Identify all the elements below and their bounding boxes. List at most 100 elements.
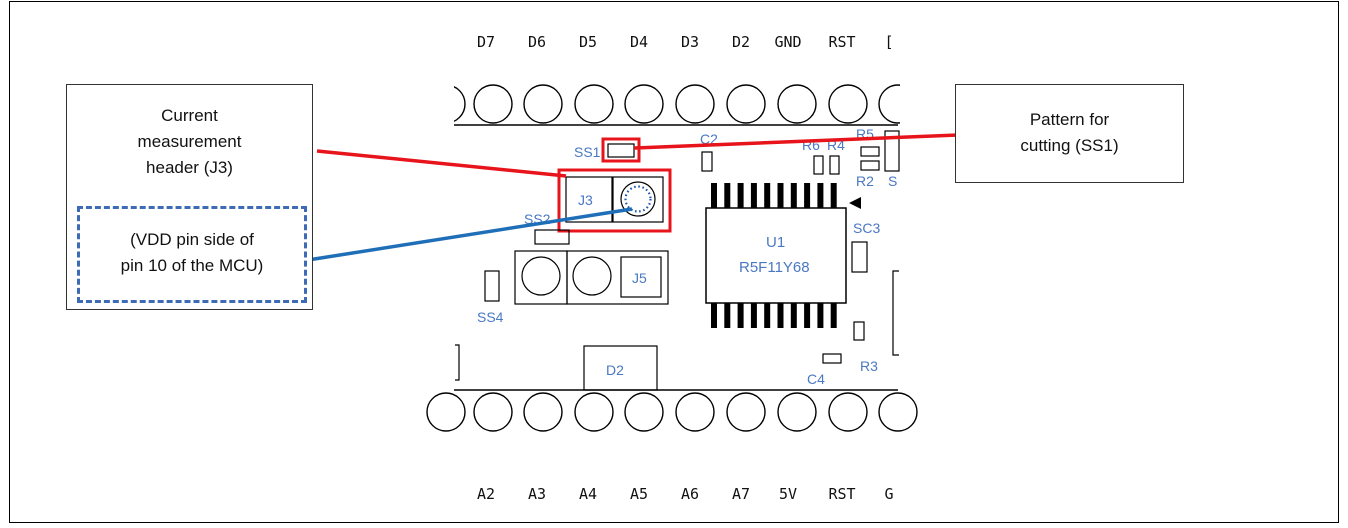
ss1-highlight <box>601 137 641 163</box>
j5-label: J5 <box>632 270 647 286</box>
top-header-pad <box>523 84 563 124</box>
ss4-label: SS4 <box>477 309 504 325</box>
bottom-pin-label: A7 <box>732 485 750 503</box>
vdd-leader-line <box>307 207 633 262</box>
bottom-pin-label: 5V <box>779 485 797 503</box>
r3-label: R3 <box>860 358 878 374</box>
top-header-pad <box>574 84 614 124</box>
top-header-pad <box>675 84 715 124</box>
u1-top-pins <box>711 183 837 210</box>
bottom-pin-label: A4 <box>579 485 597 503</box>
bottom-pin-label: A6 <box>681 485 699 503</box>
u1-top-pin <box>804 183 811 210</box>
ss1-leader-line <box>633 133 959 150</box>
u1-top-pin <box>830 183 837 210</box>
j3-callout-line-1: Current <box>161 106 218 125</box>
ss2-part <box>534 229 570 245</box>
r2-label: R2 <box>856 173 874 189</box>
bottom-pin-label: A3 <box>528 485 546 503</box>
s-cut-label: S <box>888 173 897 189</box>
j5-pad-1 <box>521 256 561 296</box>
j3-square-pad <box>565 176 613 223</box>
u1-top-pin <box>817 183 824 210</box>
u1-pin1-marker-icon <box>849 197 861 209</box>
bottom-header-pad <box>828 392 868 432</box>
j3-highlight <box>557 168 672 233</box>
u1-top-pin <box>711 183 717 210</box>
u1-top-pin <box>790 183 797 210</box>
j3-callout-line-2: measurement <box>137 132 242 151</box>
top-pin-label: D7 <box>477 33 495 51</box>
u1-bottom-pin <box>737 301 744 328</box>
top-pin-label: RST <box>828 33 855 51</box>
bottom-pin-label: A5 <box>630 485 648 503</box>
top-header-pads <box>426 84 918 124</box>
bottom-pin-label: RST <box>828 485 855 503</box>
bottom-header-pad <box>777 392 817 432</box>
c4-part <box>822 353 842 364</box>
bottom-header-pad <box>624 392 664 432</box>
top-pin-label: D5 <box>579 33 597 51</box>
vdd-pin-callout: (VDD pin side of pin 10 of the MCU) <box>77 206 307 303</box>
left-edge-part <box>455 344 460 381</box>
j3-round-pad <box>620 181 656 217</box>
u1-body <box>705 207 847 304</box>
u1-top-pin <box>777 183 784 210</box>
u1-top-pin <box>724 183 731 210</box>
ss1-callout-line-1: Pattern for <box>1029 110 1110 129</box>
top-pin-label: D3 <box>681 33 699 51</box>
sc3-part <box>851 241 868 273</box>
ss1-callout: Pattern for cutting (SS1) <box>955 84 1184 183</box>
vdd-callout-line-2: pin 10 of the MCU) <box>120 256 264 275</box>
right-edge-part <box>892 270 899 356</box>
u1-bottom-pin <box>830 301 837 328</box>
u1-top-pin <box>764 183 771 210</box>
sc3-label: SC3 <box>853 220 880 236</box>
bottom-pin-label: A2 <box>477 485 495 503</box>
ss1-pad <box>607 143 635 158</box>
top-header-pad <box>777 84 817 124</box>
c2-label: C2 <box>700 131 718 147</box>
u1-bottom-pins <box>711 301 837 328</box>
j3-label: J3 <box>578 192 593 208</box>
r4-part <box>829 155 840 175</box>
vdd-callout-line-1: (VDD pin side of <box>130 230 254 249</box>
r3-part <box>853 321 865 341</box>
ss1-label: SS1 <box>574 144 601 160</box>
j3-callout-line-3: header (J3) <box>146 158 233 177</box>
top-pin-label: D6 <box>528 33 546 51</box>
bottom-header-pad <box>878 392 918 432</box>
u1-bottom-pin <box>711 301 717 328</box>
r2-part <box>860 160 880 171</box>
top-pin-label: D2 <box>732 33 750 51</box>
u1-bottom-pin <box>777 301 784 328</box>
u1-bottom-pin <box>750 301 757 328</box>
u1-bottom-pin <box>790 301 797 328</box>
bottom-header-pad <box>726 392 766 432</box>
j3-pin-frame <box>612 176 664 223</box>
d2-part <box>583 345 658 391</box>
bottom-header-pad <box>675 392 715 432</box>
u1-bottom-pin <box>724 301 731 328</box>
j5-frame-left <box>514 250 568 305</box>
u1-bottom-pin <box>817 301 824 328</box>
u1-ref-label: U1 <box>766 234 785 251</box>
j3-vdd-pin-marker <box>624 185 652 213</box>
bottom-header-pad <box>523 392 563 432</box>
top-header-pad <box>828 84 868 124</box>
bottom-pin-label: G <box>884 485 893 503</box>
j5-pad-2 <box>572 256 612 296</box>
r5-part <box>860 146 880 157</box>
u1-bottom-pin <box>804 301 811 328</box>
r6-part <box>813 155 824 175</box>
top-header-pad <box>473 84 513 124</box>
top-pin-label: [ <box>884 33 893 51</box>
top-pin-label: GND <box>774 33 801 51</box>
edge-part <box>884 130 900 172</box>
u1-bottom-pin <box>764 301 771 328</box>
u1-part-label: R5F11Y68 <box>739 259 810 276</box>
top-header-pad <box>726 84 766 124</box>
bottom-pin-labels: A2 A3 A4 A5 A6 A7 5V RST G <box>477 485 894 503</box>
